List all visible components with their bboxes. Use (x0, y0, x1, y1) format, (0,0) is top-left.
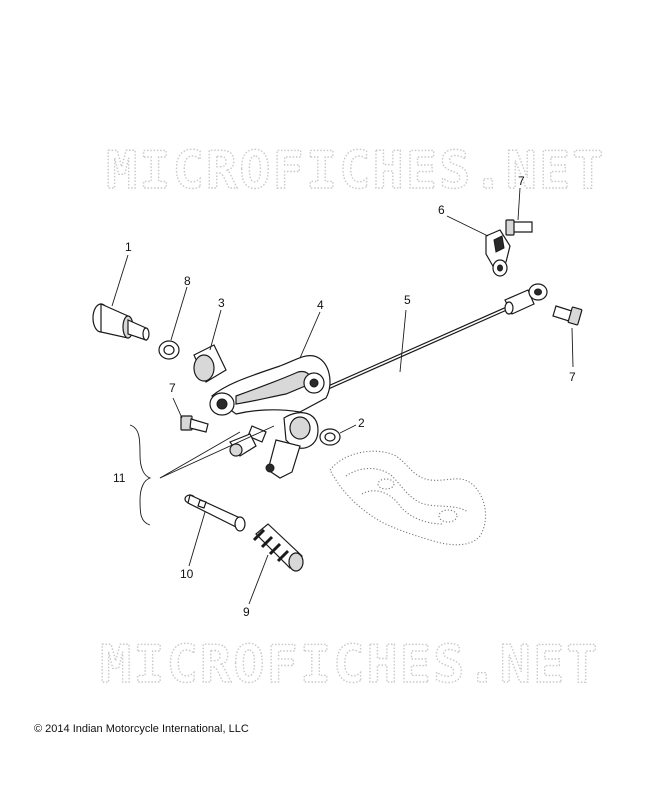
part-10-peg-pin (184, 494, 246, 532)
callout-7-right: 7 (569, 370, 576, 384)
callout-8: 8 (184, 274, 191, 288)
watermark-bottom: MICROFICHES.NET (100, 635, 600, 695)
callout-1: 1 (125, 240, 132, 254)
callout-3: 3 (218, 296, 225, 310)
callout-10: 10 (180, 567, 194, 581)
part-2-washer (319, 428, 341, 446)
assembly-bracket-11 (129, 424, 152, 526)
copyright-text: 2014 Indian Motorcycle International, LL… (45, 723, 249, 735)
part-7-bolt-top (505, 219, 533, 236)
callout-6: 6 (438, 203, 445, 217)
part-6-rod-end (485, 229, 511, 277)
callout-9: 9 (243, 605, 250, 619)
part-5-shift-rod (299, 283, 548, 402)
mounting-bracket-reference (329, 450, 487, 546)
callout-5: 5 (404, 293, 411, 307)
part-9-footpeg-rubber (252, 523, 304, 572)
callout-7-top: 7 (518, 174, 525, 188)
leader-lines (111, 187, 574, 605)
part-4-shift-lever (209, 355, 331, 479)
callout-4: 4 (317, 298, 324, 312)
part-7-bolt-right (552, 305, 583, 326)
part-8-washer (158, 340, 180, 360)
watermark-top: MICROFICHES.NET (106, 141, 606, 201)
callout-11: 11 (113, 471, 126, 485)
part-3-bushing (193, 344, 227, 383)
callout-7-left: 7 (169, 381, 176, 395)
copyright-symbol: © (34, 723, 43, 735)
copyright-notice: © 2014 Indian Motorcycle International, … (34, 723, 249, 735)
part-1-pivot-bolt (92, 303, 150, 341)
part-7-bolt-left (180, 415, 209, 433)
callout-2: 2 (358, 416, 365, 430)
